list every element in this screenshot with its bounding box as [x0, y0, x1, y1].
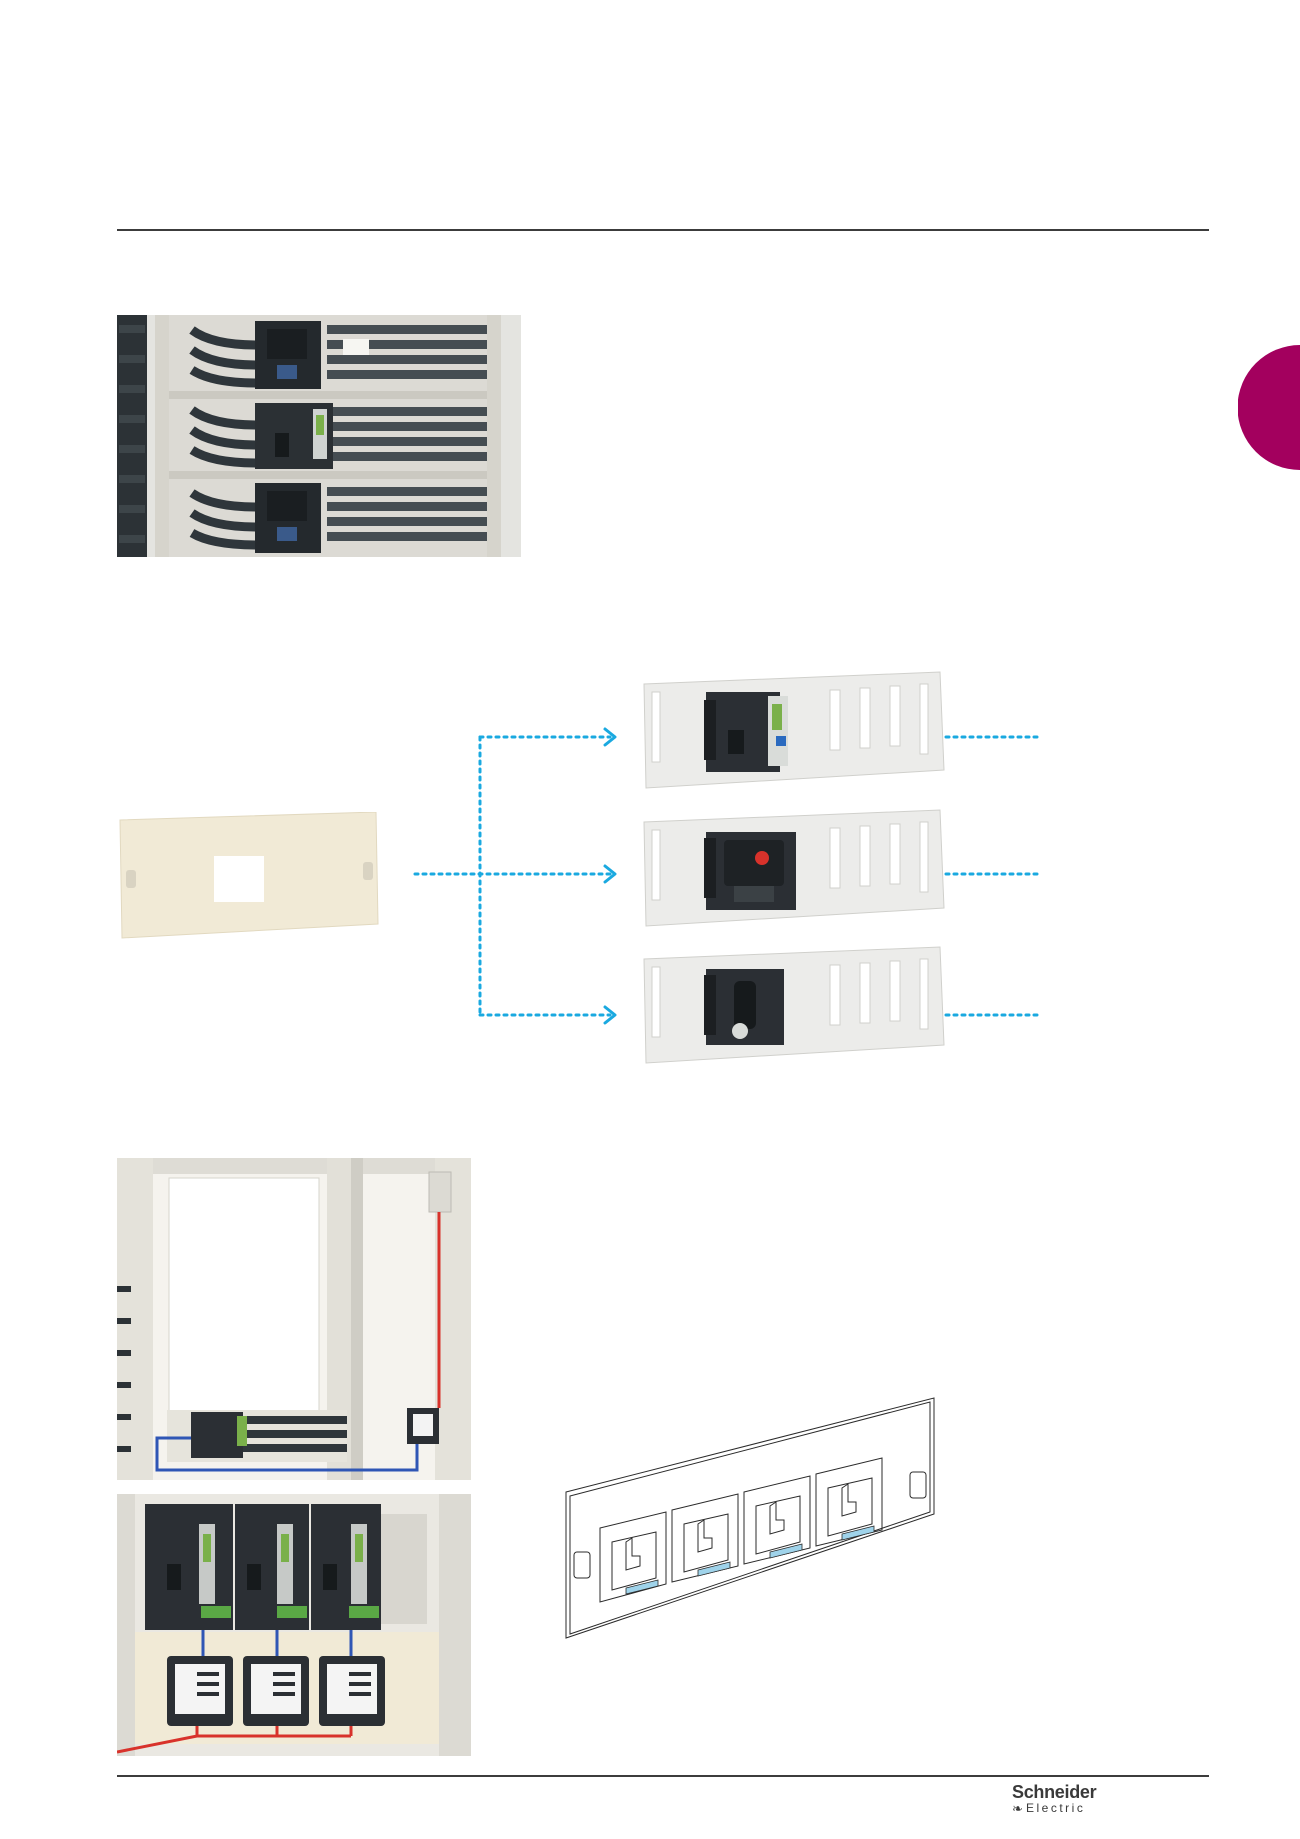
- breaker-mounting-plate-3: [643, 946, 945, 1064]
- breaker-mounting-plate-1: [643, 671, 945, 789]
- bottom-rule: [117, 1775, 1209, 1777]
- brand-logo: Schneider ❧ Electric: [1012, 1782, 1097, 1816]
- breakers-and-meters-photo: [117, 1494, 471, 1756]
- breaker-mounting-plate-2: [643, 809, 945, 927]
- cabinet-with-meter-photo: [117, 1158, 471, 1480]
- brand-sub: ❧ Electric: [1012, 1801, 1096, 1816]
- top-rule: [117, 229, 1209, 231]
- front-plate-photo: [119, 812, 379, 939]
- four-slot-front-plate-drawing: [565, 1397, 935, 1639]
- brand-name: Schneider: [1012, 1782, 1097, 1802]
- leaf-icon: ❧: [1012, 1801, 1023, 1816]
- cabinet-with-breakers-photo: [117, 315, 521, 557]
- section-tab: [1238, 345, 1300, 470]
- brand-sub-text: Electric: [1026, 1801, 1086, 1815]
